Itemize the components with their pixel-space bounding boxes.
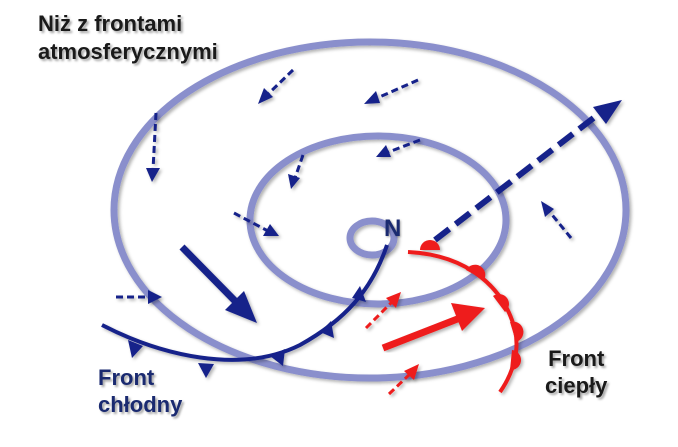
diagram-title: Niż z frontami atmosferycznymi <box>38 10 218 66</box>
cold-front-label-line-1: Front <box>98 365 155 390</box>
cold-front-triangle <box>270 349 285 366</box>
warm-front-semicircle <box>510 321 524 342</box>
cold-front-label-line-2: chłodny <box>98 392 183 417</box>
cold-front <box>101 244 389 378</box>
warm-front-label: Front ciepły <box>545 345 607 399</box>
wind-arrow <box>541 201 573 239</box>
wind-arrow <box>146 112 160 182</box>
warm-front-label-line-2: ciepły <box>545 373 608 398</box>
warm-front <box>407 240 524 394</box>
warm-front-label-line-1: Front <box>548 346 605 371</box>
warm-air-arrow <box>381 303 485 352</box>
warm-front-semicircle <box>510 350 522 371</box>
warm-front-semicircle <box>466 264 486 280</box>
warm-wind-arrows <box>364 292 419 396</box>
wind-arrow <box>364 78 419 104</box>
wind-arrow <box>258 68 295 104</box>
storm-track-arrow <box>433 100 622 243</box>
warm-front-semicircle <box>493 294 509 312</box>
isobar-inner <box>346 217 398 259</box>
cold-front-triangle <box>128 340 143 358</box>
wind-arrow <box>387 364 419 396</box>
wind-arrow <box>288 154 305 189</box>
wind-arrow <box>116 290 162 304</box>
wind-arrows <box>116 68 573 304</box>
cold-front-label: Front chłodny <box>98 364 182 418</box>
wind-arrow <box>233 211 279 236</box>
cold-air-arrow <box>179 244 257 323</box>
title-line-1: Niż z frontami <box>38 11 183 36</box>
cold-front-triangle <box>352 286 366 302</box>
warm-front-semicircle <box>420 240 440 250</box>
title-line-2: atmosferycznymi <box>38 39 218 64</box>
cold-front-triangle <box>198 363 214 378</box>
wind-arrow <box>364 292 401 330</box>
low-center-label: N <box>384 215 402 242</box>
isobar-outer <box>110 38 630 382</box>
cold-front-triangle <box>320 321 334 338</box>
wind-arrow <box>376 138 421 157</box>
